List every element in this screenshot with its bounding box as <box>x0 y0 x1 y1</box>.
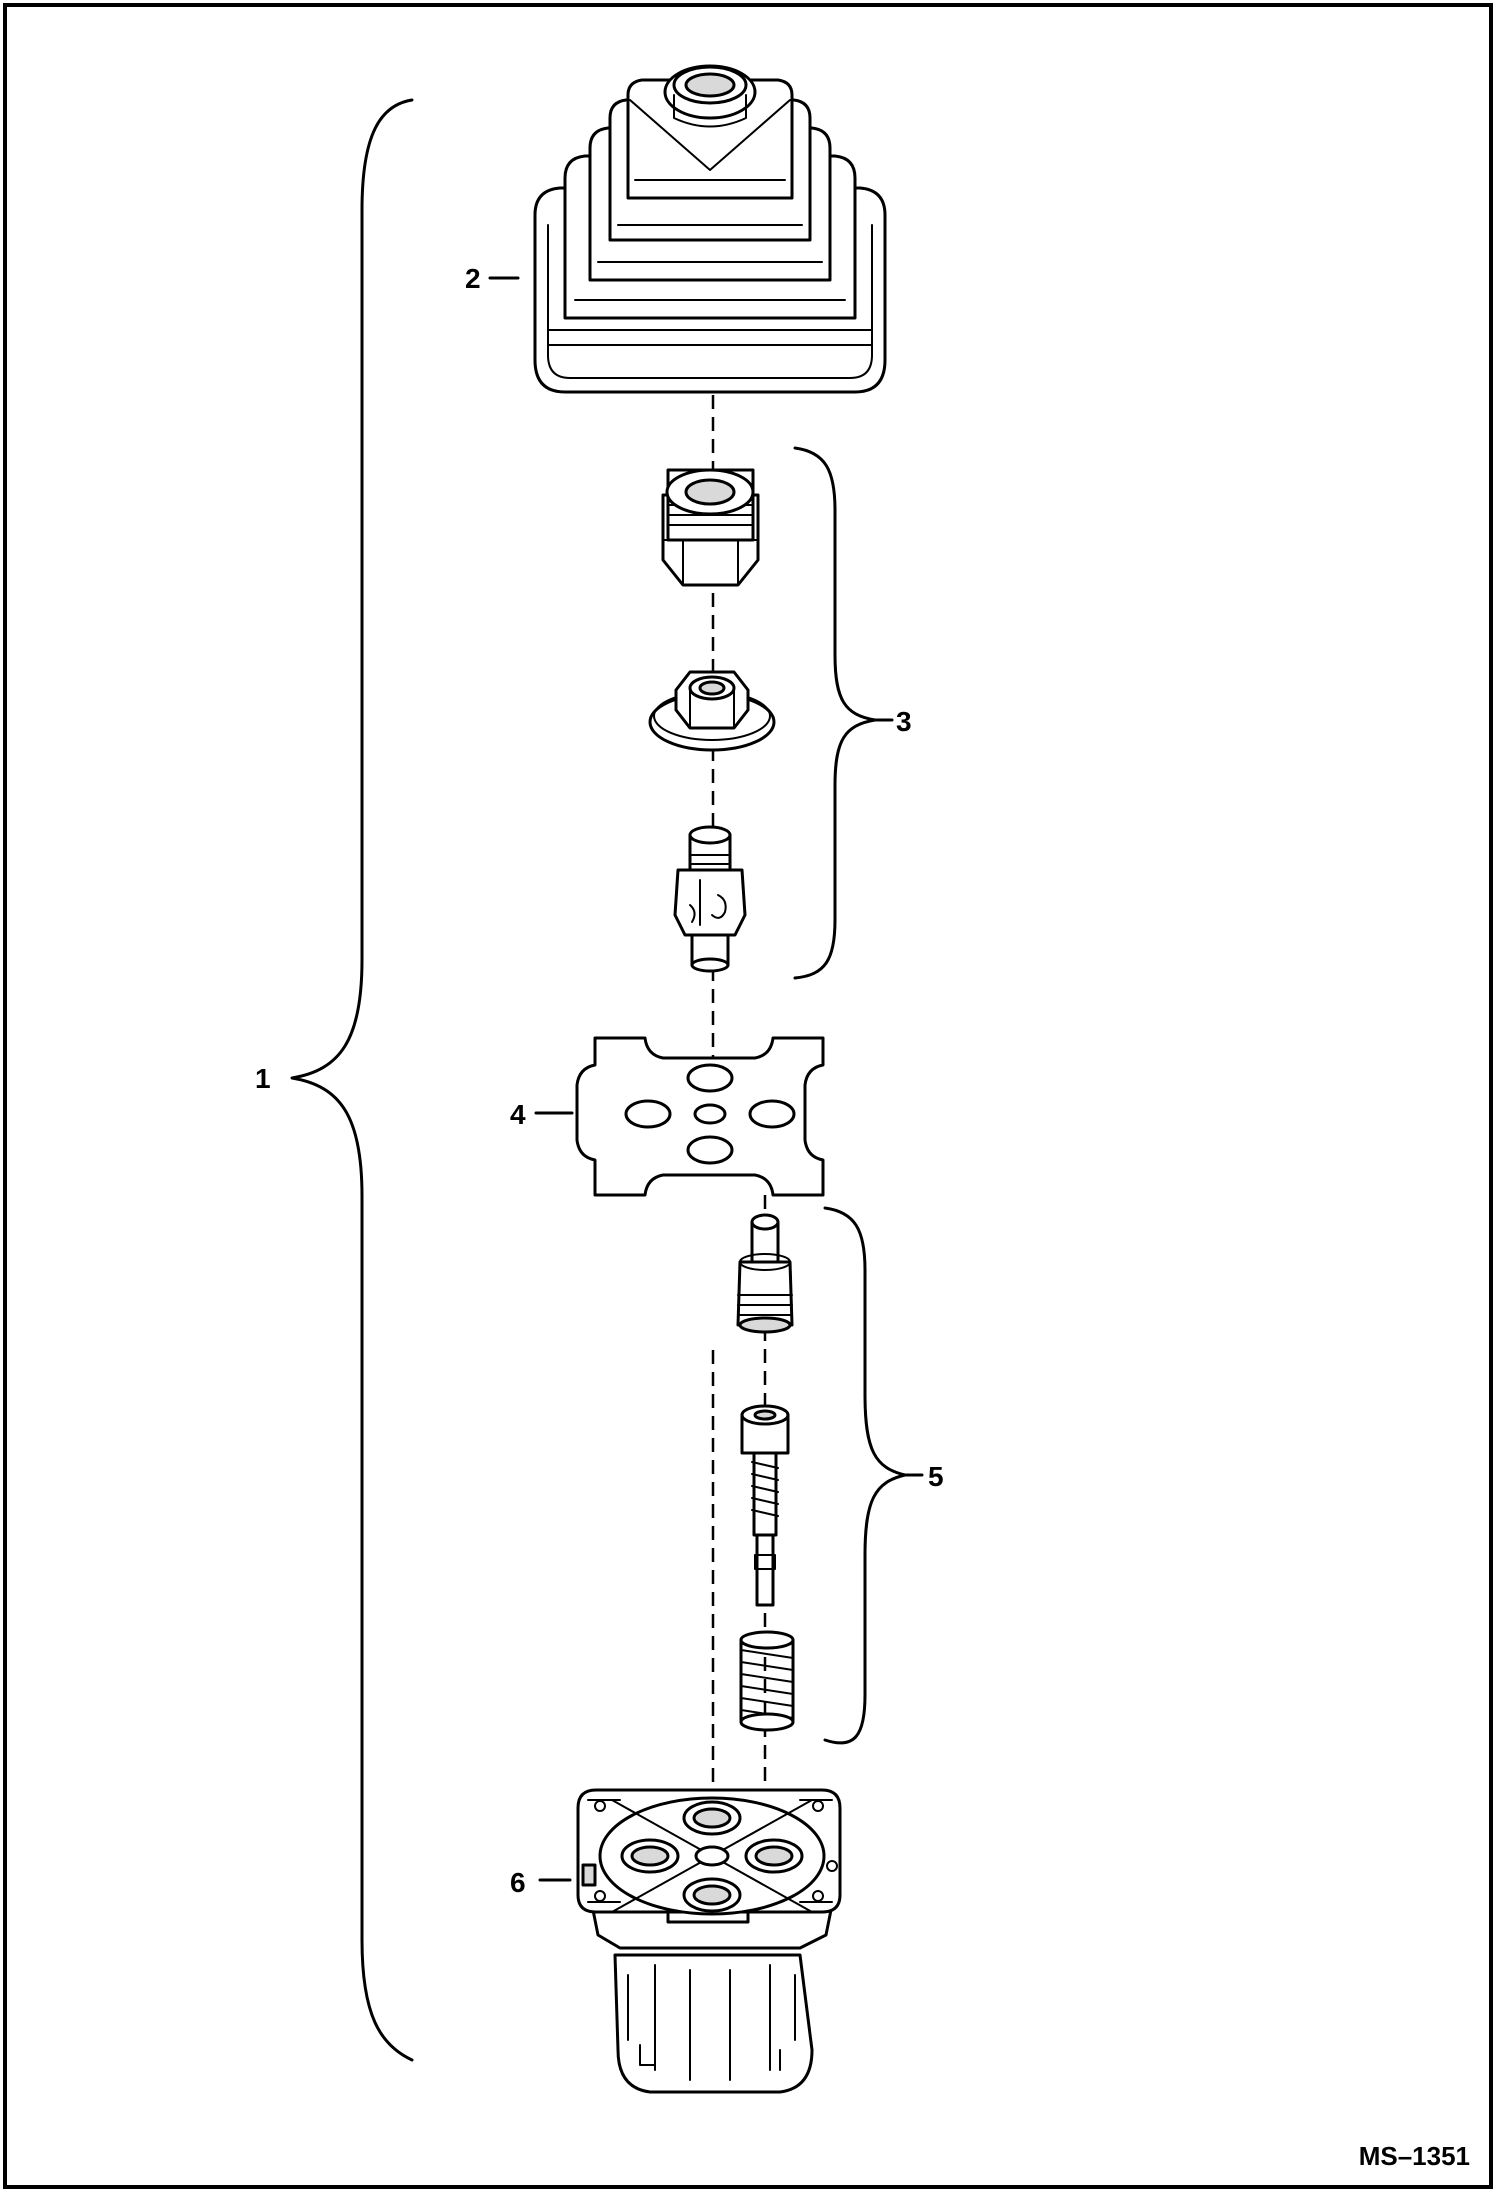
part-5-screw <box>740 1404 790 1607</box>
callout-5: 5 <box>928 1461 944 1492</box>
part-5-spring <box>739 1630 795 1732</box>
part-3-upper-nut <box>661 468 760 587</box>
leader-lines <box>488 276 924 1882</box>
part-3-flange-nut <box>648 670 776 752</box>
callout-1: 1 <box>255 1063 271 1094</box>
part-5-plunger <box>736 1213 794 1334</box>
callout-4: 4 <box>510 1099 526 1130</box>
part-3-joint-rod <box>673 825 747 973</box>
drawing-code: MS–1351 <box>1359 2141 1470 2171</box>
callout-3: 3 <box>896 706 912 737</box>
callout-2: 2 <box>465 263 481 294</box>
callout-6: 6 <box>510 1867 526 1898</box>
part-6-valve-housing <box>576 1788 842 2094</box>
part-2-rubber-boot <box>533 64 887 394</box>
part-4-plate <box>575 1036 825 1197</box>
brace-1 <box>290 98 414 2062</box>
